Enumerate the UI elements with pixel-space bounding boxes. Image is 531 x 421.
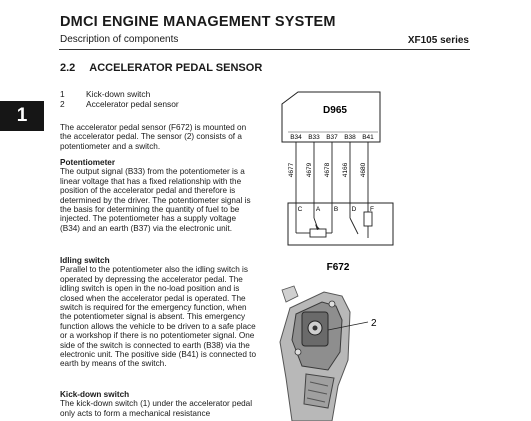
kickdown-text: The kick-down switch (1) under the accel… <box>60 399 253 418</box>
list-item: 2 Accelerator pedal sensor <box>60 99 179 109</box>
pin-label: B41 <box>362 134 374 141</box>
wire-number: 4678 <box>324 162 331 177</box>
wire-number: 4679 <box>306 162 313 177</box>
sensor-box <box>287 202 394 246</box>
item-number: 1 <box>60 89 65 99</box>
idling-text: Parallel to the potentiometer also the i… <box>60 265 257 369</box>
list-item: 1 Kick-down switch <box>60 89 179 99</box>
pin-label: B34 <box>290 134 302 141</box>
item-number: 2 <box>60 99 65 109</box>
header-rule <box>59 49 470 50</box>
switch-symbol <box>349 217 359 235</box>
idling-section: Idling switch Parallel to the potentiome… <box>60 256 256 369</box>
pedal-photo: 2 <box>262 282 392 421</box>
intro-paragraph: The accelerator pedal sensor (F672) is m… <box>60 123 247 151</box>
component-list: 1 Kick-down switch 2 Accelerator pedal sen… <box>60 89 179 109</box>
sensor-pin-label: F <box>370 206 374 213</box>
photo-callout-label: 2 <box>371 318 377 329</box>
wire-number: 4166 <box>342 162 349 177</box>
sensor-pin-label: D <box>352 206 357 213</box>
document-title: DMCI ENGINE MANAGEMENT SYSTEM <box>60 14 336 30</box>
wire-number: 4680 <box>360 162 367 177</box>
section-title: ACCELERATOR PEDAL SENSOR <box>89 62 263 74</box>
potentiometer-heading: Potentiometer <box>60 158 116 167</box>
potentiometer-text: The output signal (B33) from the potenti… <box>60 167 251 233</box>
idling-heading: Idling switch <box>60 256 110 265</box>
section-heading: 2.2 ACCELERATOR PEDAL SENSOR <box>60 62 262 74</box>
chapter-tab: 1 <box>0 101 44 131</box>
callout-leader <box>327 321 369 331</box>
series-label: XF105 series <box>407 35 469 46</box>
sensor-pin-label: B <box>334 206 338 213</box>
ecu-box <box>281 91 381 143</box>
section-number: 2.2 <box>60 62 76 74</box>
potentiometer-section: Potentiometer The output signal (B33) fr… <box>60 158 256 233</box>
item-label: Kick-down switch <box>86 89 151 99</box>
sensor-label: F672 <box>327 262 350 273</box>
ecu-label: D965 <box>323 105 347 116</box>
kickdown-section: Kick-down switch The kick-down switch (1… <box>60 390 256 418</box>
pin-label: B33 <box>308 134 320 141</box>
wiring-diagram: D965 B34 B33 B37 B38 B41 4677 4679 4678 4166 4680… <box>281 91 394 273</box>
pin-label: B38 <box>344 134 356 141</box>
pin-label: B37 <box>326 134 338 141</box>
sensor-pin-label: A <box>316 206 321 213</box>
sensor-pin-label: C <box>298 206 303 213</box>
potentiometer-symbol <box>309 228 327 238</box>
document-subtitle: Description of components <box>60 34 179 45</box>
item-label: Accelerator pedal sensor <box>86 99 179 109</box>
wire-number: 4677 <box>288 162 295 177</box>
kickdown-heading: Kick-down switch <box>60 390 130 399</box>
